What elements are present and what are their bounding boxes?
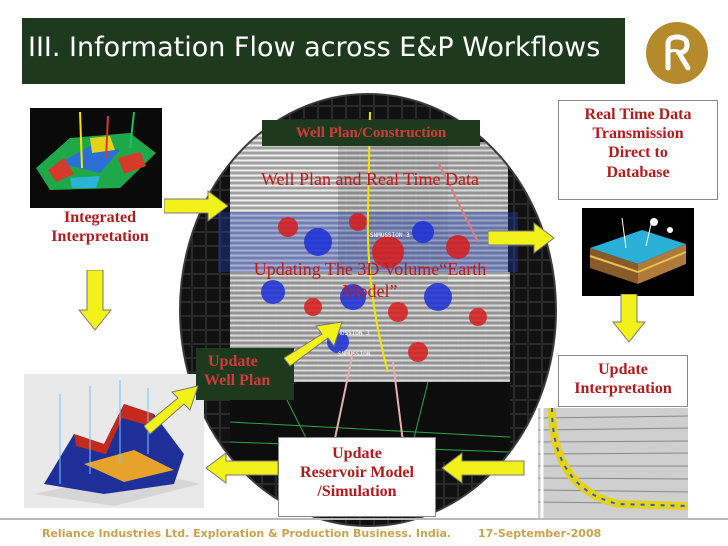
- arrow-diagonal-up-icon: [144, 385, 199, 435]
- real-time-data-box: Real Time Data Transmission Direct to Da…: [558, 100, 718, 200]
- update-interpretation-line-1: Update: [598, 361, 648, 378]
- real-time-data-line-2: Transmission: [592, 125, 684, 143]
- arrow-down-icon: [612, 294, 646, 343]
- update-interpretation-line-2: Interpretation: [574, 380, 672, 398]
- arrow-right-icon: [164, 190, 229, 222]
- updating-earth-model-line-2: Model”: [342, 280, 398, 301]
- footer-divider: [0, 518, 728, 520]
- footer-date: 17-September-2008: [478, 527, 602, 540]
- data-transmission-image: [582, 208, 694, 296]
- integrated-interpretation-line-2: Interpretation: [51, 228, 149, 246]
- update-well-plan-box: Update Well Plan: [196, 348, 294, 400]
- update-reservoir-model-box: Update Reservoir Model /Simulation: [278, 437, 436, 517]
- seismic-tag: SNMUSSION: [338, 351, 371, 358]
- seismic-section-image: [538, 408, 688, 520]
- title-bar: [22, 18, 625, 84]
- seismic-tag: SNMUSSION 3: [330, 330, 370, 337]
- arrow-left-icon: [205, 452, 279, 484]
- update-interpretation-box: Update Interpretation: [558, 355, 688, 407]
- update-reservoir-line-2: Reservoir Model: [300, 464, 414, 482]
- well-plan-construction-label: Well Plan/Construction: [262, 120, 480, 146]
- well-plan-real-time-label: Well Plan and Real Time Data: [260, 169, 480, 189]
- reservoir-3d-model-image: [24, 374, 204, 508]
- update-reservoir-line-3: /Simulation: [317, 483, 397, 501]
- update-reservoir-line-1: Update: [332, 445, 382, 462]
- update-well-plan-line-2: Well Plan: [204, 372, 271, 390]
- updating-earth-model-label: Updating The 3D Volume“Earth Model”: [205, 259, 535, 302]
- update-well-plan-line-1: Update: [208, 353, 258, 370]
- arrow-diagonal-up-icon: [284, 321, 343, 367]
- arrow-right-icon: [488, 222, 555, 254]
- reliance-logo-icon: [646, 22, 708, 84]
- integrated-interpretation-image: [30, 108, 162, 208]
- seismic-tag: SNMUSSION 3: [370, 232, 410, 239]
- updating-earth-model-line-1: Updating The 3D Volume“Earth: [253, 259, 487, 279]
- real-time-data-line-1: Real Time Data: [584, 106, 692, 123]
- real-time-data-line-4: Database: [606, 163, 670, 181]
- arrow-down-icon: [78, 270, 112, 331]
- real-time-data-line-3: Direct to: [608, 144, 668, 162]
- page-title: III. Information Flow across E&P Workflo…: [28, 32, 601, 63]
- integrated-interpretation-line-1: Integrated: [64, 209, 136, 226]
- arrow-left-icon: [441, 452, 525, 484]
- footer-company: Reliance Industries Ltd. Exploration & P…: [42, 527, 452, 540]
- integrated-interpretation-label: Integrated Interpretation: [38, 208, 162, 246]
